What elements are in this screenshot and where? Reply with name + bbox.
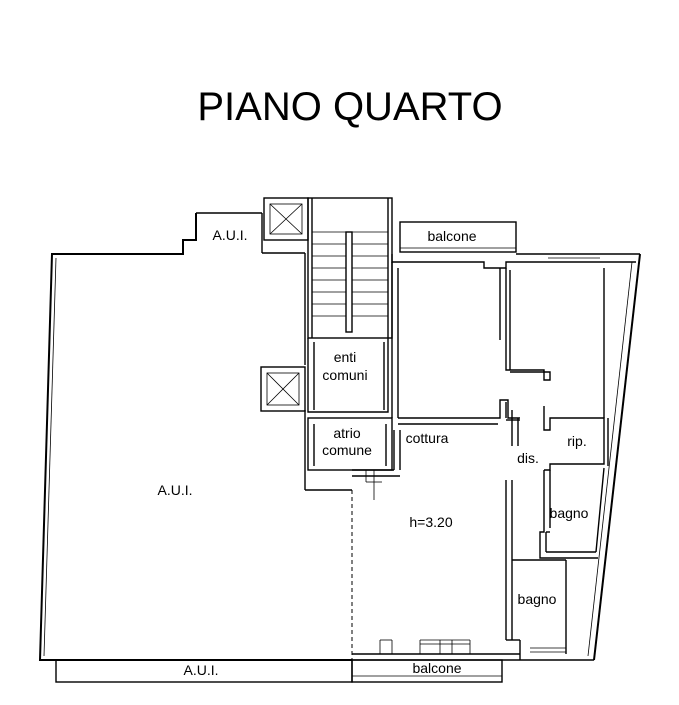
aui-main-area (38, 212, 353, 661)
apartment-walls (352, 253, 641, 661)
label-aui-bottom: A.U.I. (183, 662, 218, 678)
ripostiglio-room (543, 406, 609, 471)
lift-shaft-middle (260, 366, 306, 412)
room-upper-right (505, 268, 605, 418)
label-atrio-comune-1: atrio (333, 425, 360, 441)
balcone-top-area (399, 221, 517, 253)
label-bagno-lower: bagno (518, 591, 557, 607)
label-aui-top: A.U.I. (212, 227, 247, 243)
label-bagno-upper: bagno (550, 505, 589, 521)
label-atrio-comune-2: comune (322, 442, 372, 458)
label-enti-comuni-1: enti (334, 349, 357, 365)
staircase (307, 197, 393, 339)
cottura-partition (352, 423, 498, 477)
windows-bottom (379, 639, 566, 654)
label-dis: dis. (517, 450, 539, 466)
label-balcone-top: balcone (427, 228, 476, 244)
bagno-lower-room (505, 480, 567, 660)
label-aui-main: A.U.I. (157, 482, 192, 498)
room-upper-left (398, 268, 520, 419)
label-enti-comuni-2: comuni (322, 367, 367, 383)
lift-shaft-top (263, 197, 309, 241)
atrio-comune-room (307, 417, 393, 500)
disimpegno-walls (505, 402, 520, 446)
label-cottura: cottura (406, 430, 449, 446)
enti-comuni-room (307, 338, 389, 413)
bottom-strips (55, 659, 503, 683)
label-balcone-bottom: balcone (412, 660, 461, 676)
label-height: h=3.20 (409, 514, 452, 530)
label-rip: rip. (567, 433, 586, 449)
bagno-upper-room (539, 467, 605, 559)
plan-title: PIANO QUARTO (197, 85, 502, 129)
